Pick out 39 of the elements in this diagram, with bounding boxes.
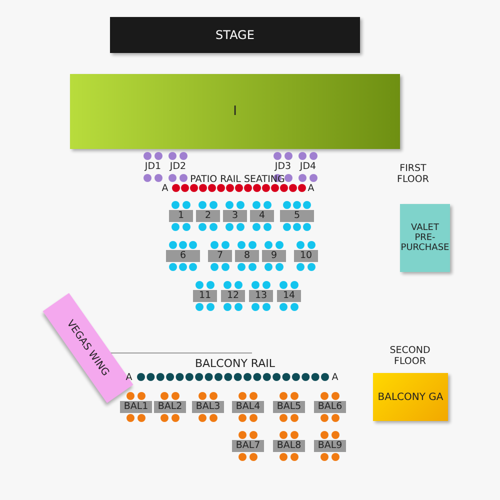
table-label: 5 — [280, 210, 314, 222]
table-label: 1 — [169, 210, 193, 222]
table-label: 10 — [294, 250, 318, 262]
row-label: BALCONY RAIL — [194, 358, 276, 369]
table-label: BAL1 — [120, 401, 152, 413]
table-label: BAL5 — [273, 401, 305, 413]
floor-label: SECOND FLOOR — [388, 345, 432, 367]
table-label: 6 — [166, 250, 200, 262]
table-label: BAL6 — [314, 401, 346, 413]
row-end-label: A — [330, 372, 340, 383]
section-block: BALCONY GA — [373, 373, 448, 421]
section-block: I — [70, 74, 400, 149]
table-label: 11 — [193, 290, 217, 302]
table-label: JD3 — [273, 161, 292, 173]
table-label: JD4 — [298, 161, 318, 173]
table-label: BAL9 — [314, 440, 346, 452]
table-label: JD1 — [143, 161, 162, 173]
floor-label: FIRST FLOOR — [396, 163, 430, 185]
table-label: 8 — [235, 250, 259, 262]
row-end-label: A — [160, 183, 170, 194]
table-label: BAL3 — [192, 401, 224, 413]
table-label: 14 — [277, 290, 301, 302]
table-label: 13 — [249, 290, 273, 302]
row-end-label: A — [306, 183, 316, 194]
table-label: JD2 — [168, 161, 188, 173]
table-label: BAL7 — [232, 440, 264, 452]
section-block: VALET PRE-PURCHASE — [400, 204, 450, 272]
table-label: BAL8 — [273, 440, 305, 452]
stage-block: STAGE — [110, 17, 360, 53]
row-end-label: A — [124, 372, 134, 383]
row-label: PATIO RAIL SEATING — [189, 174, 286, 185]
table-label: 12 — [221, 290, 245, 302]
table-label: 7 — [208, 250, 232, 262]
table-label: 4 — [250, 210, 274, 222]
table-label: 9 — [262, 250, 286, 262]
table-label: 3 — [223, 210, 247, 222]
table-label: BAL2 — [154, 401, 186, 413]
table-label: 2 — [196, 210, 220, 222]
table-label: BAL4 — [232, 401, 264, 413]
